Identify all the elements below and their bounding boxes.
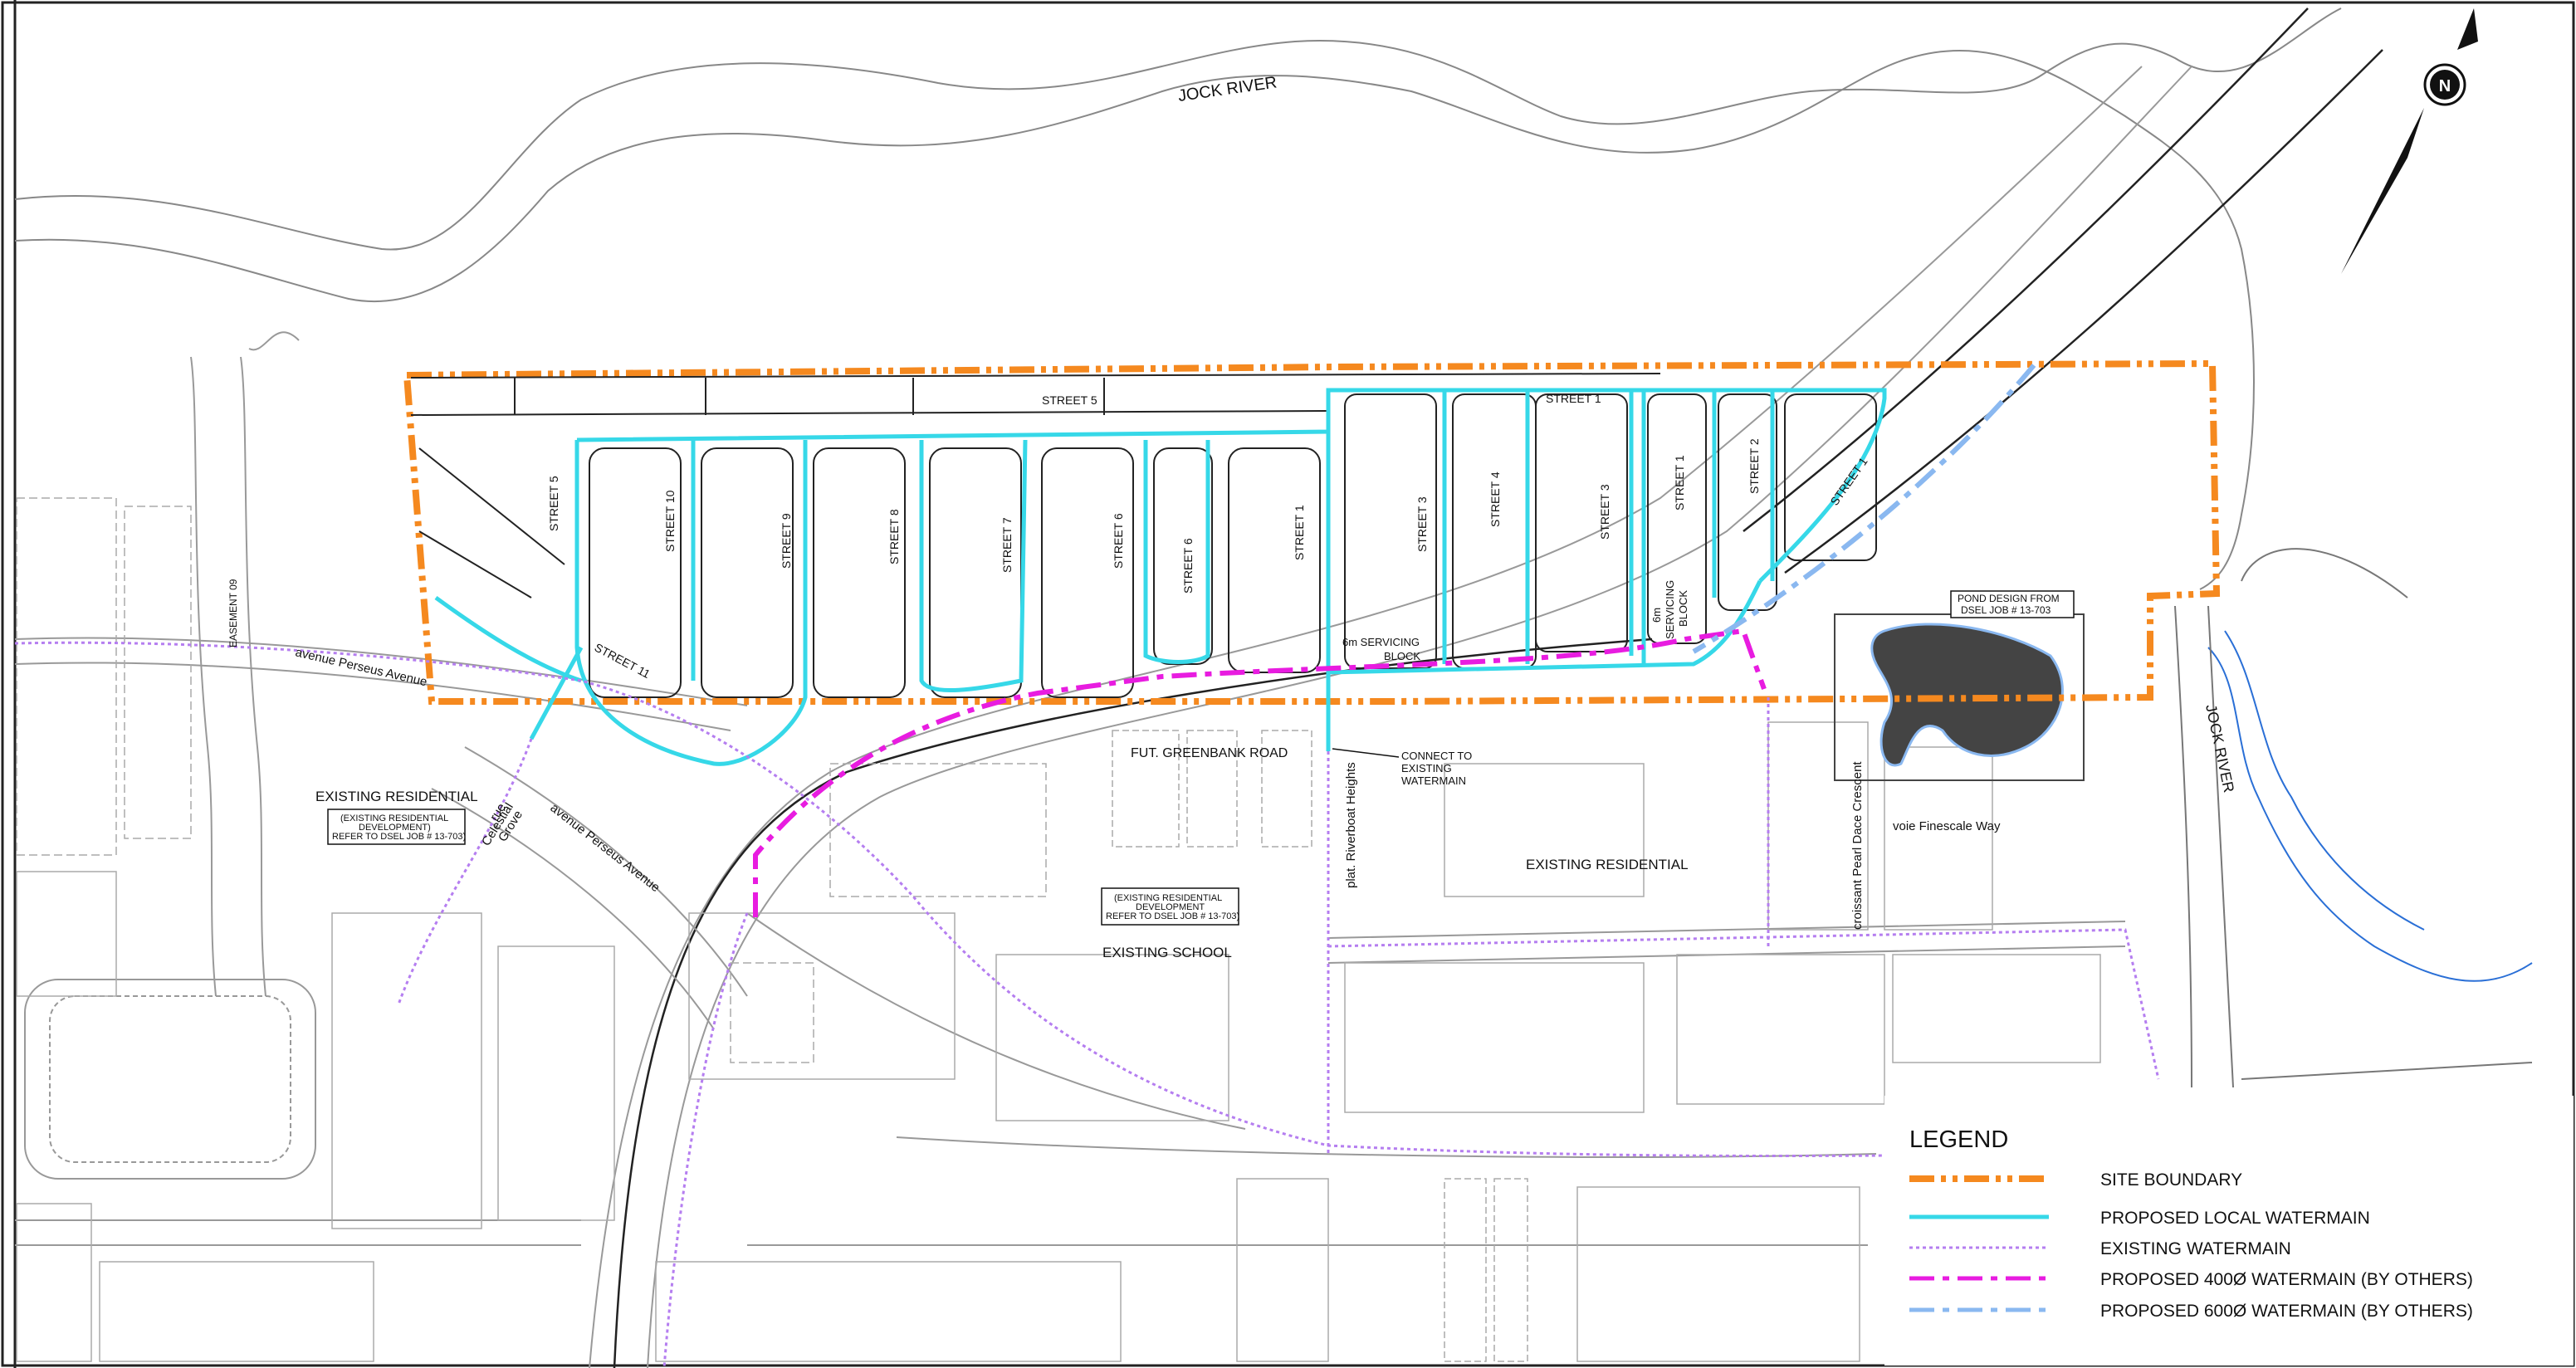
riverboat-heights-label: plat. Riverboat Heights <box>1344 762 1358 888</box>
street-2-label: STREET 2 <box>1747 438 1761 494</box>
legend-label-site-boundary: SITE BOUNDARY <box>2100 1170 2242 1190</box>
jock-river-banks <box>14 7 2342 590</box>
proposed-lots <box>410 373 1877 698</box>
proposed-local-watermain <box>434 388 1887 766</box>
ref-center-line3: REFER TO DSEL JOB # 13-703) <box>1106 911 1239 921</box>
street-9-label: STREET 9 <box>780 513 793 569</box>
street-6b-label: STREET 6 <box>1181 538 1195 594</box>
legend-label-existing-watermain: EXISTING WATERMAIN <box>2100 1239 2291 1258</box>
ref-center-line2: DEVELOPMENT <box>1136 902 1205 912</box>
connect-existing-line2: EXISTING <box>1401 762 1452 774</box>
finescale-way-label: voie Finescale Way <box>1893 819 2001 833</box>
annotations: 6m SERVICING BLOCK 6m SERVICING BLOCK CO… <box>315 580 2075 960</box>
ref-west-line1: (EXISTING RESIDENTIAL <box>340 813 448 823</box>
street-4-label: STREET 4 <box>1488 471 1502 527</box>
legend: LEGEND SITE BOUNDARY PROPOSED LOCAL WATE… <box>1884 1096 2574 1366</box>
legend-label-600-watermain: PROPOSED 600Ø WATERMAIN (BY OTHERS) <box>2100 1302 2473 1321</box>
street-1b-label: STREET 1 <box>1673 455 1686 511</box>
legend-label-400-watermain: PROPOSED 400Ø WATERMAIN (BY OTHERS) <box>2100 1270 2473 1289</box>
proposed-400-watermain <box>753 628 1767 917</box>
street-3b-label: STREET 3 <box>1598 484 1611 540</box>
ref-west-line2: DEVELOPMENT) <box>359 823 431 833</box>
existing-lots <box>16 497 2101 1362</box>
creek <box>2207 630 2533 982</box>
pearl-dace-crescent-label: croissant Pearl Dace Crescent <box>1850 761 1865 930</box>
greenbank-road-label: FUT. GREENBANK ROAD <box>1131 746 1288 760</box>
legend-label-local-watermain: PROPOSED LOCAL WATERMAIN <box>2100 1209 2370 1228</box>
street-1-top-label: STREET 1 <box>1546 392 1601 405</box>
ref-center-line1: (EXISTING RESIDENTIAL <box>1114 893 1222 903</box>
street-10-label: STREET 10 <box>663 490 677 552</box>
street-1a-label: STREET 1 <box>1293 505 1306 560</box>
pond-design-line2: DSEL JOB # 13-703 <box>1961 604 2051 616</box>
servicing-block-2-line3: BLOCK <box>1677 590 1689 627</box>
legend-title: LEGEND <box>1909 1126 2008 1153</box>
existing-watermain <box>14 641 2160 1368</box>
connect-existing-line3: WATERMAIN <box>1401 774 1466 787</box>
connect-existing-line1: CONNECT TO <box>1401 750 1472 762</box>
existing-streets <box>14 7 2383 1368</box>
site-boundary <box>403 359 2221 705</box>
proposed-600-watermain <box>1692 364 2036 654</box>
existing-residential-west: EXISTING RESIDENTIAL <box>315 789 478 804</box>
servicing-block-2-line1: 6m <box>1650 608 1663 623</box>
street-6a-label: STREET 6 <box>1112 513 1125 569</box>
north-arrow-icon: N <box>2341 8 2478 274</box>
servicing-block-1-line2: BLOCK <box>1384 650 1420 662</box>
ref-west-line3: REFER TO DSEL JOB # 13-703) <box>332 832 466 842</box>
existing-residential-center: EXISTING RESIDENTIAL <box>1526 857 1689 872</box>
street-3a-label: STREET 3 <box>1415 496 1429 552</box>
street-8-label: STREET 8 <box>887 509 901 564</box>
street-5-left-label: STREET 5 <box>547 476 560 531</box>
north-letter: N <box>2439 77 2451 95</box>
servicing-block-2-line2: SERVICING <box>1664 580 1676 639</box>
easement-label: EASEMENT 09 <box>227 579 239 647</box>
servicing-block-1-line1: 6m SERVICING <box>1342 636 1420 648</box>
street-5-top-label: STREET 5 <box>1042 393 1097 407</box>
existing-school: EXISTING SCHOOL <box>1102 945 1232 960</box>
street-7-label: STREET 7 <box>1000 517 1014 573</box>
pond-design-line1: POND DESIGN FROM <box>1958 593 2060 604</box>
